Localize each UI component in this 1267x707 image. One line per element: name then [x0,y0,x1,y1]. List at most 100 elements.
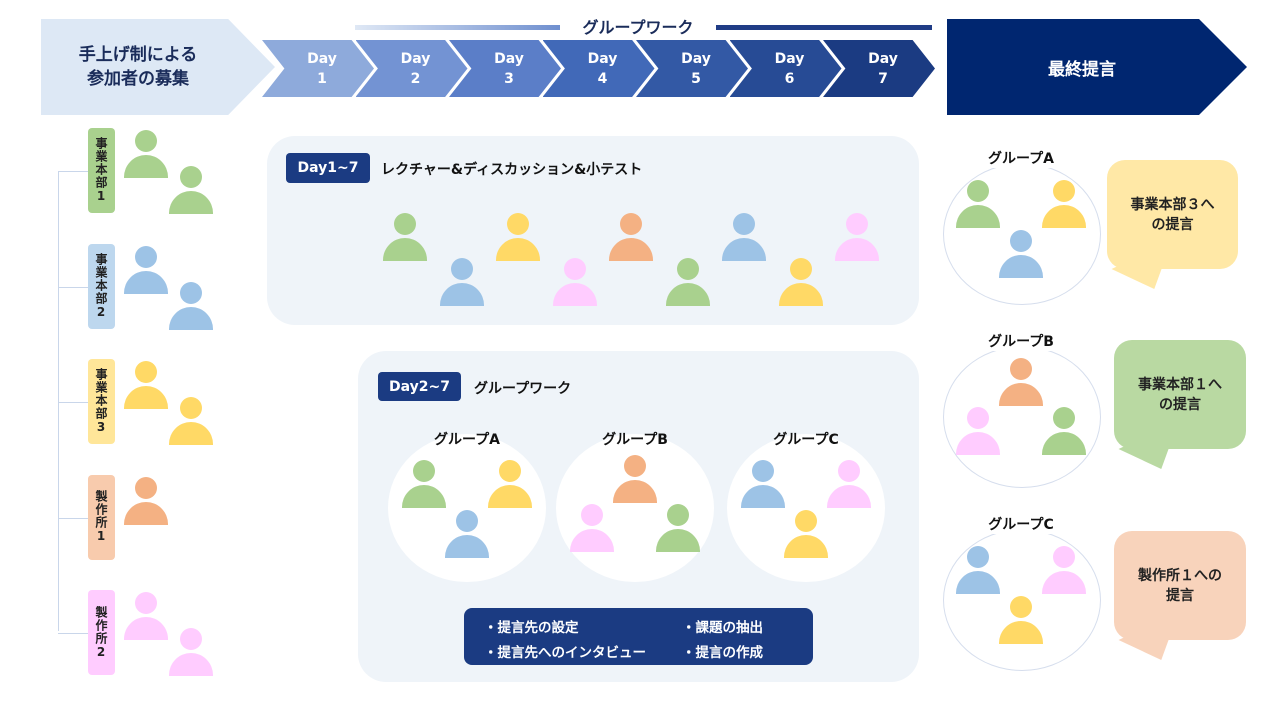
person-icon [782,510,830,558]
person-head [846,213,868,235]
person-body [488,485,532,508]
group-work-bracket-right [716,25,932,30]
person-head [563,258,586,280]
recruitment-label: 手上げ制による 参加者の募集 [78,45,198,89]
person-head [1010,230,1032,252]
department-label: 事業本部3 [94,368,108,435]
group-name: グループB [602,432,668,448]
person-icon [122,361,170,409]
person-body [169,191,213,214]
person-body [956,571,1000,594]
person-icon [122,245,170,294]
proposal-speech-bubble: 事業本部１へ の提言 [1114,340,1246,449]
tree-connector-branch [58,633,88,634]
person-head [450,258,473,280]
lecture-day-badge: Day1~7 [286,153,370,183]
person-icon [568,504,616,552]
day-label: Day 7 [868,50,898,87]
person-body [656,529,700,552]
lecture-title: レクチャー&ディスカッション&小テスト [381,162,643,178]
person-head [838,460,860,482]
person-icon [381,213,429,261]
person-icon [954,546,1002,594]
proposal-speech-bubble: 事業本部３へ の提言 [1107,160,1238,269]
person-body [956,432,1000,455]
task-list: ・提言先の設定 ・課題の抽出 ・提言先へのインタビュー ・提言の作成 [464,608,813,665]
person-body [722,238,766,261]
person-body [124,155,168,178]
person-body [383,238,427,261]
person-icon [494,213,542,261]
groupwork-day-badge: Day2~7 [378,372,461,401]
person-body [956,205,1000,228]
person-body [999,255,1043,278]
group-circle [727,434,885,582]
department-tag: 事業本部3 [88,359,115,444]
person-icon [122,476,170,525]
person-head [795,510,817,532]
person-body [1042,432,1086,455]
person-icon [122,130,170,178]
person-head [733,213,755,235]
person-icon [997,358,1045,406]
person-body [402,485,446,508]
person-icon [486,460,534,508]
person-body [169,422,213,445]
person-head [456,510,478,532]
person-icon [122,592,170,640]
tree-connector-branch [58,517,88,519]
person-icon [997,596,1045,644]
department-tag: 製作所2 [88,590,115,675]
person-head [180,397,202,419]
person-body [665,283,710,306]
person-head [135,130,157,152]
person-head [1053,180,1075,202]
department-label: 製作所2 [94,605,108,660]
groupwork-title: グループワーク [474,381,572,397]
person-head [1053,546,1075,568]
person-icon [825,460,873,508]
day-step-1: Day 1 [262,40,374,97]
person-head [667,504,689,526]
person-icon [400,460,448,508]
department-tag: 事業本部2 [88,243,115,329]
person-body [741,485,785,508]
person-head [135,361,157,383]
tree-connector-branch [58,286,88,288]
person-body [445,535,489,558]
person-head [624,455,646,477]
person-head [394,213,416,235]
person-icon [167,166,215,214]
person-body [784,535,828,558]
person-head [1010,596,1032,618]
person-body [613,480,657,503]
person-icon [777,258,825,306]
department-tag: 製作所1 [88,474,115,560]
day-label: Day 5 [681,50,711,87]
person-head [620,213,642,235]
task-item: ・課題の抽出 [682,620,763,636]
person-head [676,258,699,280]
person-head [1053,407,1075,429]
department-label: 事業本部1 [94,137,108,204]
final-group-name: グループC [976,514,1066,534]
person-body [778,283,823,306]
person-head [135,245,157,268]
proposal-speech-bubble: 製作所１への 提言 [1114,531,1246,640]
tree-connector-branch [58,402,88,403]
group-work-header: グループワーク [582,18,694,37]
person-body [169,306,213,330]
group-work-bracket-left [355,25,560,30]
person-icon [443,510,491,558]
task-item: ・提言先へのインタビュー [484,645,646,661]
person-head [413,460,435,482]
person-body [496,238,540,261]
person-head [752,460,774,482]
tree-connector-vertical [58,171,59,631]
person-body [570,529,614,552]
person-head [507,213,529,235]
group-name: グループC [773,432,839,448]
person-icon [607,213,655,261]
person-body [1042,205,1086,228]
person-head [1010,358,1032,380]
